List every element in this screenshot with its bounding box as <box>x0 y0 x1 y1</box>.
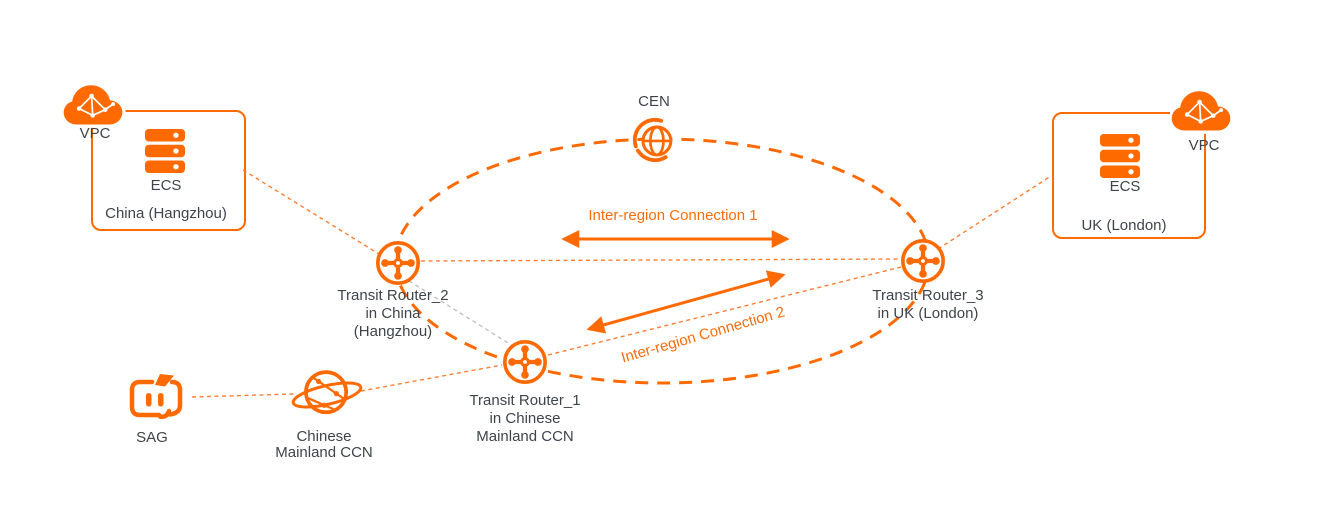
transit-router-2-label-line2: in China <box>365 305 421 322</box>
ecs-icon-london <box>1099 133 1141 179</box>
router-cross-icon <box>376 241 420 285</box>
ccn-label: Chinese Mainland CCN <box>275 429 373 460</box>
inter-region-connection-2-arrow <box>586 270 786 334</box>
transit-router-2-label-line1: Transit Router_2 <box>337 287 449 304</box>
transit-router-2-icon <box>374 239 422 287</box>
router-cross-icon <box>901 239 945 283</box>
ccn-icon <box>289 366 365 424</box>
cloud-network-icon <box>62 81 126 128</box>
cen-icon <box>631 116 679 164</box>
ccn-label-line2: Mainland CCN <box>275 443 373 461</box>
vpc-box-london <box>1052 112 1206 239</box>
transit-router-1-label: Transit Router_1 in Chinese Mainland CCN <box>469 392 580 446</box>
transit-router-3-icon <box>899 237 947 285</box>
vpc-label-hangzhou: VPC <box>79 125 111 142</box>
inter-region-connection-1-label: Inter-region Connection 1 <box>588 207 758 224</box>
transit-router-3-label-line1: Transit Router_3 <box>872 287 984 304</box>
cloud-network-icon <box>1170 87 1234 134</box>
server-stack-icon <box>144 129 186 173</box>
cen-label: CEN <box>638 93 670 110</box>
line-ccn-to-tr1 <box>360 364 503 392</box>
ecs-label-london: ECS <box>1109 178 1141 195</box>
line-sag-to-ccn <box>191 393 295 398</box>
transit-router-2-label-line3: (Hangzhou) <box>353 323 433 340</box>
globe-orbit-icon <box>291 370 363 415</box>
transit-router-1-label-line3: Mainland CCN <box>476 428 574 445</box>
router-cross-icon <box>503 340 547 384</box>
server-stack-icon <box>1099 134 1141 178</box>
transit-router-1-label-line2: in Chinese <box>489 410 561 427</box>
line-tr1-to-tr3 <box>547 266 902 356</box>
region-label-london: UK (London) <box>1081 217 1167 234</box>
line-tr2-to-tr1-gray <box>408 280 514 347</box>
transit-router-2-label: Transit Router_2 in China (Hangzhou) <box>337 287 448 341</box>
vpc-cloud-icon-hangzhou <box>62 80 128 128</box>
globe-circular-arrows-icon <box>632 117 673 163</box>
smart-access-gateway-icon <box>129 374 183 419</box>
ecs-icon-hangzhou <box>144 128 186 174</box>
sag-icon <box>126 373 188 423</box>
transit-router-3-label-line2: in UK (London) <box>877 305 979 322</box>
transit-router-1-icon <box>501 338 549 386</box>
line-tr3-to-vpc-london <box>937 175 1052 250</box>
line-vpc-hangzhou-to-tr2 <box>242 169 380 255</box>
sag-label: SAG <box>136 429 168 446</box>
ccn-label-line1: Chinese <box>296 428 352 445</box>
transit-router-1-label-line1: Transit Router_1 <box>469 392 581 409</box>
ecs-label-hangzhou: ECS <box>150 177 182 194</box>
vpc-label-london: VPC <box>1188 137 1220 154</box>
transit-router-3-label: Transit Router_3 in UK (London) <box>872 287 983 323</box>
line-tr2-to-tr3 <box>420 258 899 262</box>
vpc-cloud-icon-london <box>1170 86 1236 134</box>
region-label-hangzhou: China (Hangzhou) <box>105 205 227 222</box>
